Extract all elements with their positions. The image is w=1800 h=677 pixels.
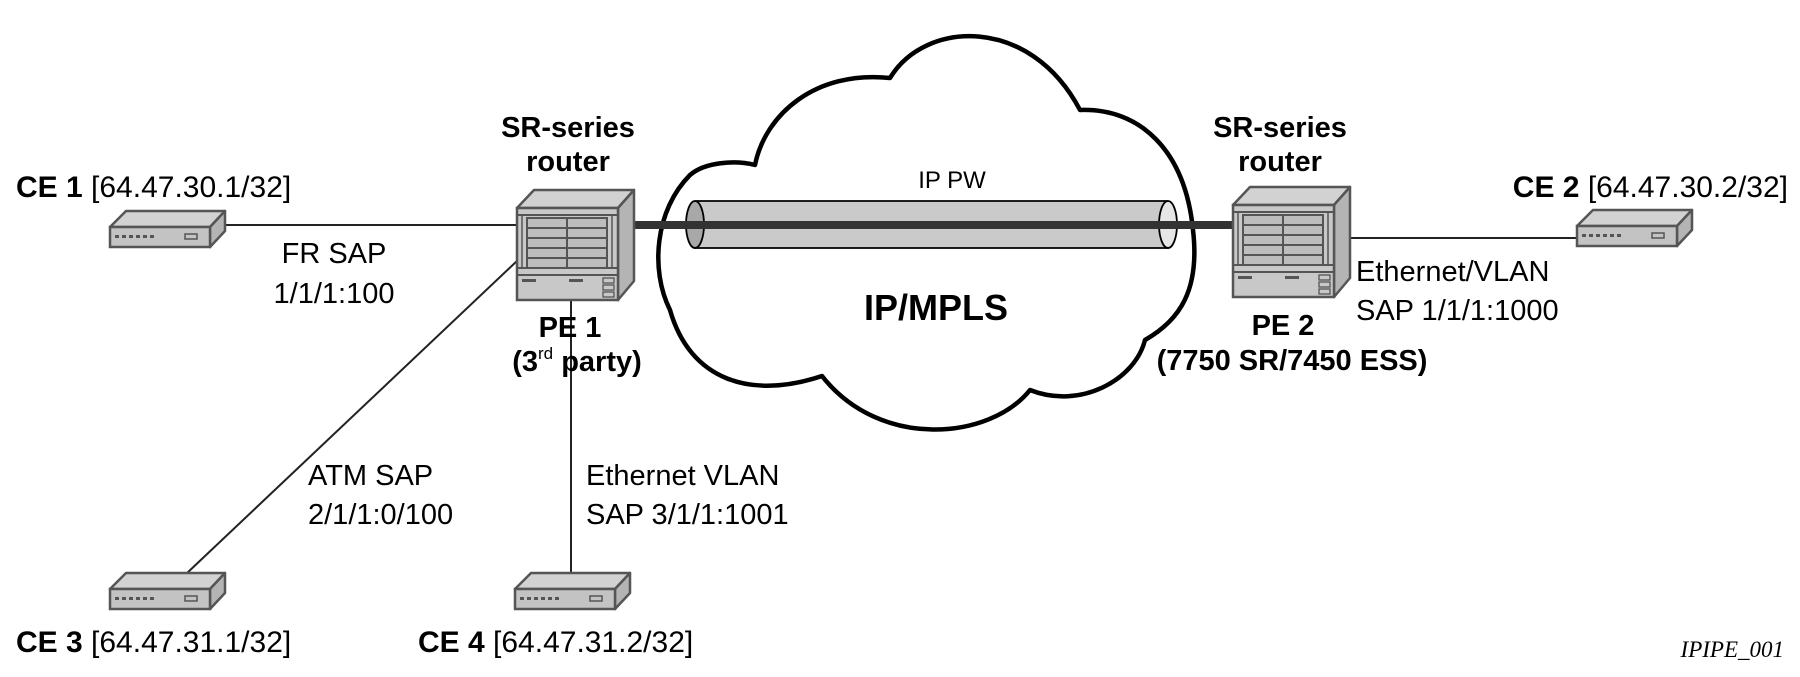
ce2-name: CE 2	[1513, 171, 1580, 204]
fr-sap-label: FR SAP	[282, 238, 387, 270]
ce3-device-icon[interactable]	[108, 571, 227, 611]
ce1-label: CE 1 [64.47.30.1/32]	[16, 171, 291, 204]
cloud-label: IP/MPLS	[864, 287, 1008, 328]
figure-id: IPIPE_001	[1680, 637, 1784, 662]
link-ce3-pe1	[185, 259, 519, 575]
pe2-name: PE 2	[1252, 310, 1315, 342]
pe2-eth-vlan-sap-label: Ethernet/VLAN	[1356, 256, 1549, 288]
pe1-vendor-sup: rd	[538, 344, 553, 363]
ce2-device-icon[interactable]	[1575, 208, 1694, 248]
ce4-device-icon[interactable]	[513, 571, 632, 611]
ce4-address: [64.47.31.2/32]	[485, 626, 694, 659]
pe1-router-icon[interactable]	[515, 188, 636, 302]
pe2-role-label-2: router	[1238, 146, 1322, 178]
ce3-name: CE 3	[16, 626, 83, 659]
ce3-label: CE 3 [64.47.31.1/32]	[16, 626, 291, 659]
atm-sap-label: ATM SAP	[308, 460, 433, 492]
ce3-address: [64.47.31.1/32]	[83, 626, 292, 659]
fr-sap-id: 1/1/1:100	[274, 278, 395, 310]
pe2-router-icon[interactable]	[1231, 185, 1352, 299]
ce2-address: [64.47.30.2/32]	[1579, 171, 1788, 204]
pe2-model: (7750 SR/7450 ESS)	[1157, 345, 1428, 377]
ce4-name: CE 4	[418, 626, 485, 659]
ce4-label: CE 4 [64.47.31.2/32]	[418, 626, 693, 659]
ce1-name: CE 1	[16, 171, 83, 204]
atm-sap-id: 2/1/1:0/100	[308, 499, 453, 531]
pe1-role-label: SR-series	[501, 112, 635, 144]
ce2-label: CE 2 [64.47.30.2/32]	[1513, 171, 1788, 204]
pe1-vendor-pre: (3	[512, 346, 538, 378]
eth-vlan-sap-id: SAP 3/1/1:1001	[586, 499, 789, 531]
pe2-eth-vlan-sap-id: SAP 1/1/1:1000	[1356, 295, 1559, 327]
ce1-device-icon[interactable]	[108, 209, 227, 249]
ce1-address: [64.47.30.1/32]	[83, 171, 292, 204]
pe1-vendor: (3rd party)	[512, 344, 642, 378]
pe2-role-label: SR-series	[1213, 112, 1347, 144]
pe1-name: PE 1	[539, 312, 602, 344]
eth-vlan-sap-label: Ethernet VLAN	[586, 460, 779, 492]
pe1-vendor-post: party)	[553, 346, 642, 378]
pw-label: IP PW	[918, 167, 986, 194]
pe1-role-label-2: router	[526, 146, 610, 178]
